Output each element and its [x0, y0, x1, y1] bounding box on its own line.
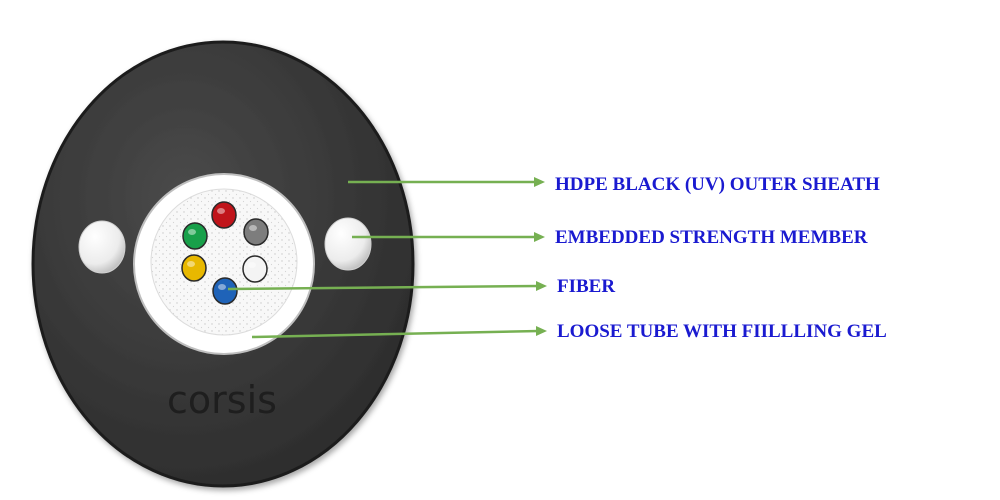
leader-arrowhead-2 — [534, 232, 545, 242]
leader-lines — [227, 177, 547, 339]
fiber-1 — [211, 201, 237, 229]
fiber-highlight — [188, 229, 196, 235]
fiber-6 — [212, 277, 238, 305]
fiber-highlight — [218, 284, 226, 290]
leader-arrowhead-1 — [534, 177, 545, 187]
fiber-5 — [242, 255, 268, 283]
fiber-3 — [243, 218, 269, 246]
fiber-highlight — [249, 225, 257, 231]
leader-line-3 — [227, 284, 540, 291]
leader-arrowhead-4 — [536, 326, 547, 336]
label-strength-member: EMBEDDED STRENGTH MEMBER — [555, 227, 868, 248]
label-fiber: FIBER — [557, 276, 616, 297]
fiber-2 — [182, 222, 208, 250]
fiber-highlight — [248, 262, 256, 268]
strength-member-left — [78, 220, 126, 274]
brand-label: corsis — [167, 378, 277, 422]
label-loose-tube: LOOSE TUBE WITH FIILLLING GEL — [557, 321, 887, 342]
fiber-group — [181, 201, 269, 305]
label-outer-sheath: HDPE BLACK (UV) OUTER SHEATH — [555, 174, 880, 195]
fiber-highlight — [187, 261, 195, 267]
fiber-highlight — [217, 208, 225, 214]
fiber-4 — [181, 254, 207, 282]
leader-line-4 — [251, 329, 540, 339]
leader-arrowhead-3 — [536, 281, 547, 291]
strength-member-right — [324, 217, 372, 271]
